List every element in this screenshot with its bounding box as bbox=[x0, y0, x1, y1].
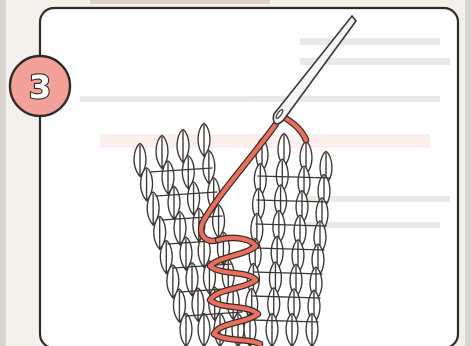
step-number: 3 bbox=[29, 68, 51, 106]
step-badge: 3 bbox=[10, 56, 70, 116]
